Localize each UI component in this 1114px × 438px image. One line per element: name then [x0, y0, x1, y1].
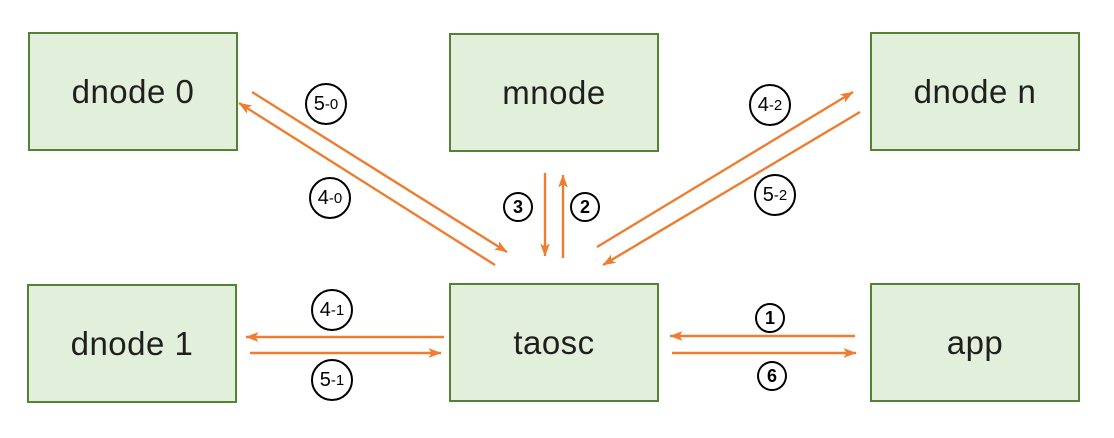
arrow-4-0	[238, 101, 496, 267]
arrow-4-2	[596, 90, 854, 249]
edge-label-5-1-main: 5	[319, 369, 331, 391]
edge-label-3: 3	[503, 192, 533, 222]
edge-label-4-0-main: 4	[317, 187, 329, 209]
edge-label-4-0-suffix: -0	[328, 189, 343, 207]
node-app: app	[870, 283, 1080, 402]
node-dnode-1-label: dnode 1	[70, 324, 194, 362]
edge-label-3-text: 3	[512, 197, 523, 217]
edge-label-5-1-suffix: -1	[330, 371, 345, 389]
edge-label-4-1: 4-1	[311, 289, 353, 331]
edge-label-2-text: 2	[579, 197, 590, 217]
edge-label-5-2-suffix: -2	[773, 186, 788, 204]
edge-label-2: 2	[570, 192, 600, 222]
edge-label-1-text: 1	[764, 308, 775, 328]
node-app-label: app	[946, 323, 1004, 361]
edge-label-5-0: 5-0	[305, 83, 347, 125]
edge-label-4-2: 4-2	[749, 84, 791, 126]
edge-label-5-2-main: 5	[762, 184, 774, 206]
node-mnode-label: mnode	[502, 73, 606, 111]
edge-label-4-2-suffix: -2	[768, 96, 783, 114]
edge-label-6: 6	[757, 361, 787, 391]
node-mnode: mnode	[449, 33, 659, 152]
node-dnode-0-label: dnode 0	[71, 72, 195, 110]
edge-label-5-2: 5-2	[754, 174, 796, 216]
edge-label-5-0-main: 5	[313, 93, 325, 115]
edge-label-1: 1	[755, 303, 785, 333]
edge-label-4-0: 4-0	[309, 177, 351, 219]
edge-label-4-2-main: 4	[757, 94, 769, 116]
arrow-5-0	[251, 90, 508, 254]
node-taosc-label: taosc	[513, 323, 595, 361]
edge-label-5-0-suffix: -0	[324, 95, 339, 113]
edge-label-6-text: 6	[766, 366, 777, 386]
arrow-5-2	[602, 110, 861, 267]
edge-label-5-1: 5-1	[311, 359, 353, 401]
node-taosc: taosc	[449, 283, 659, 402]
node-dnode-n: dnode n	[870, 32, 1080, 151]
node-dnode-0: dnode 0	[28, 32, 238, 151]
edge-label-4-1-suffix: -1	[330, 301, 345, 319]
edge-label-4-1-main: 4	[319, 299, 331, 321]
node-dnode-n-label: dnode n	[913, 72, 1037, 110]
node-dnode-1: dnode 1	[27, 284, 237, 403]
